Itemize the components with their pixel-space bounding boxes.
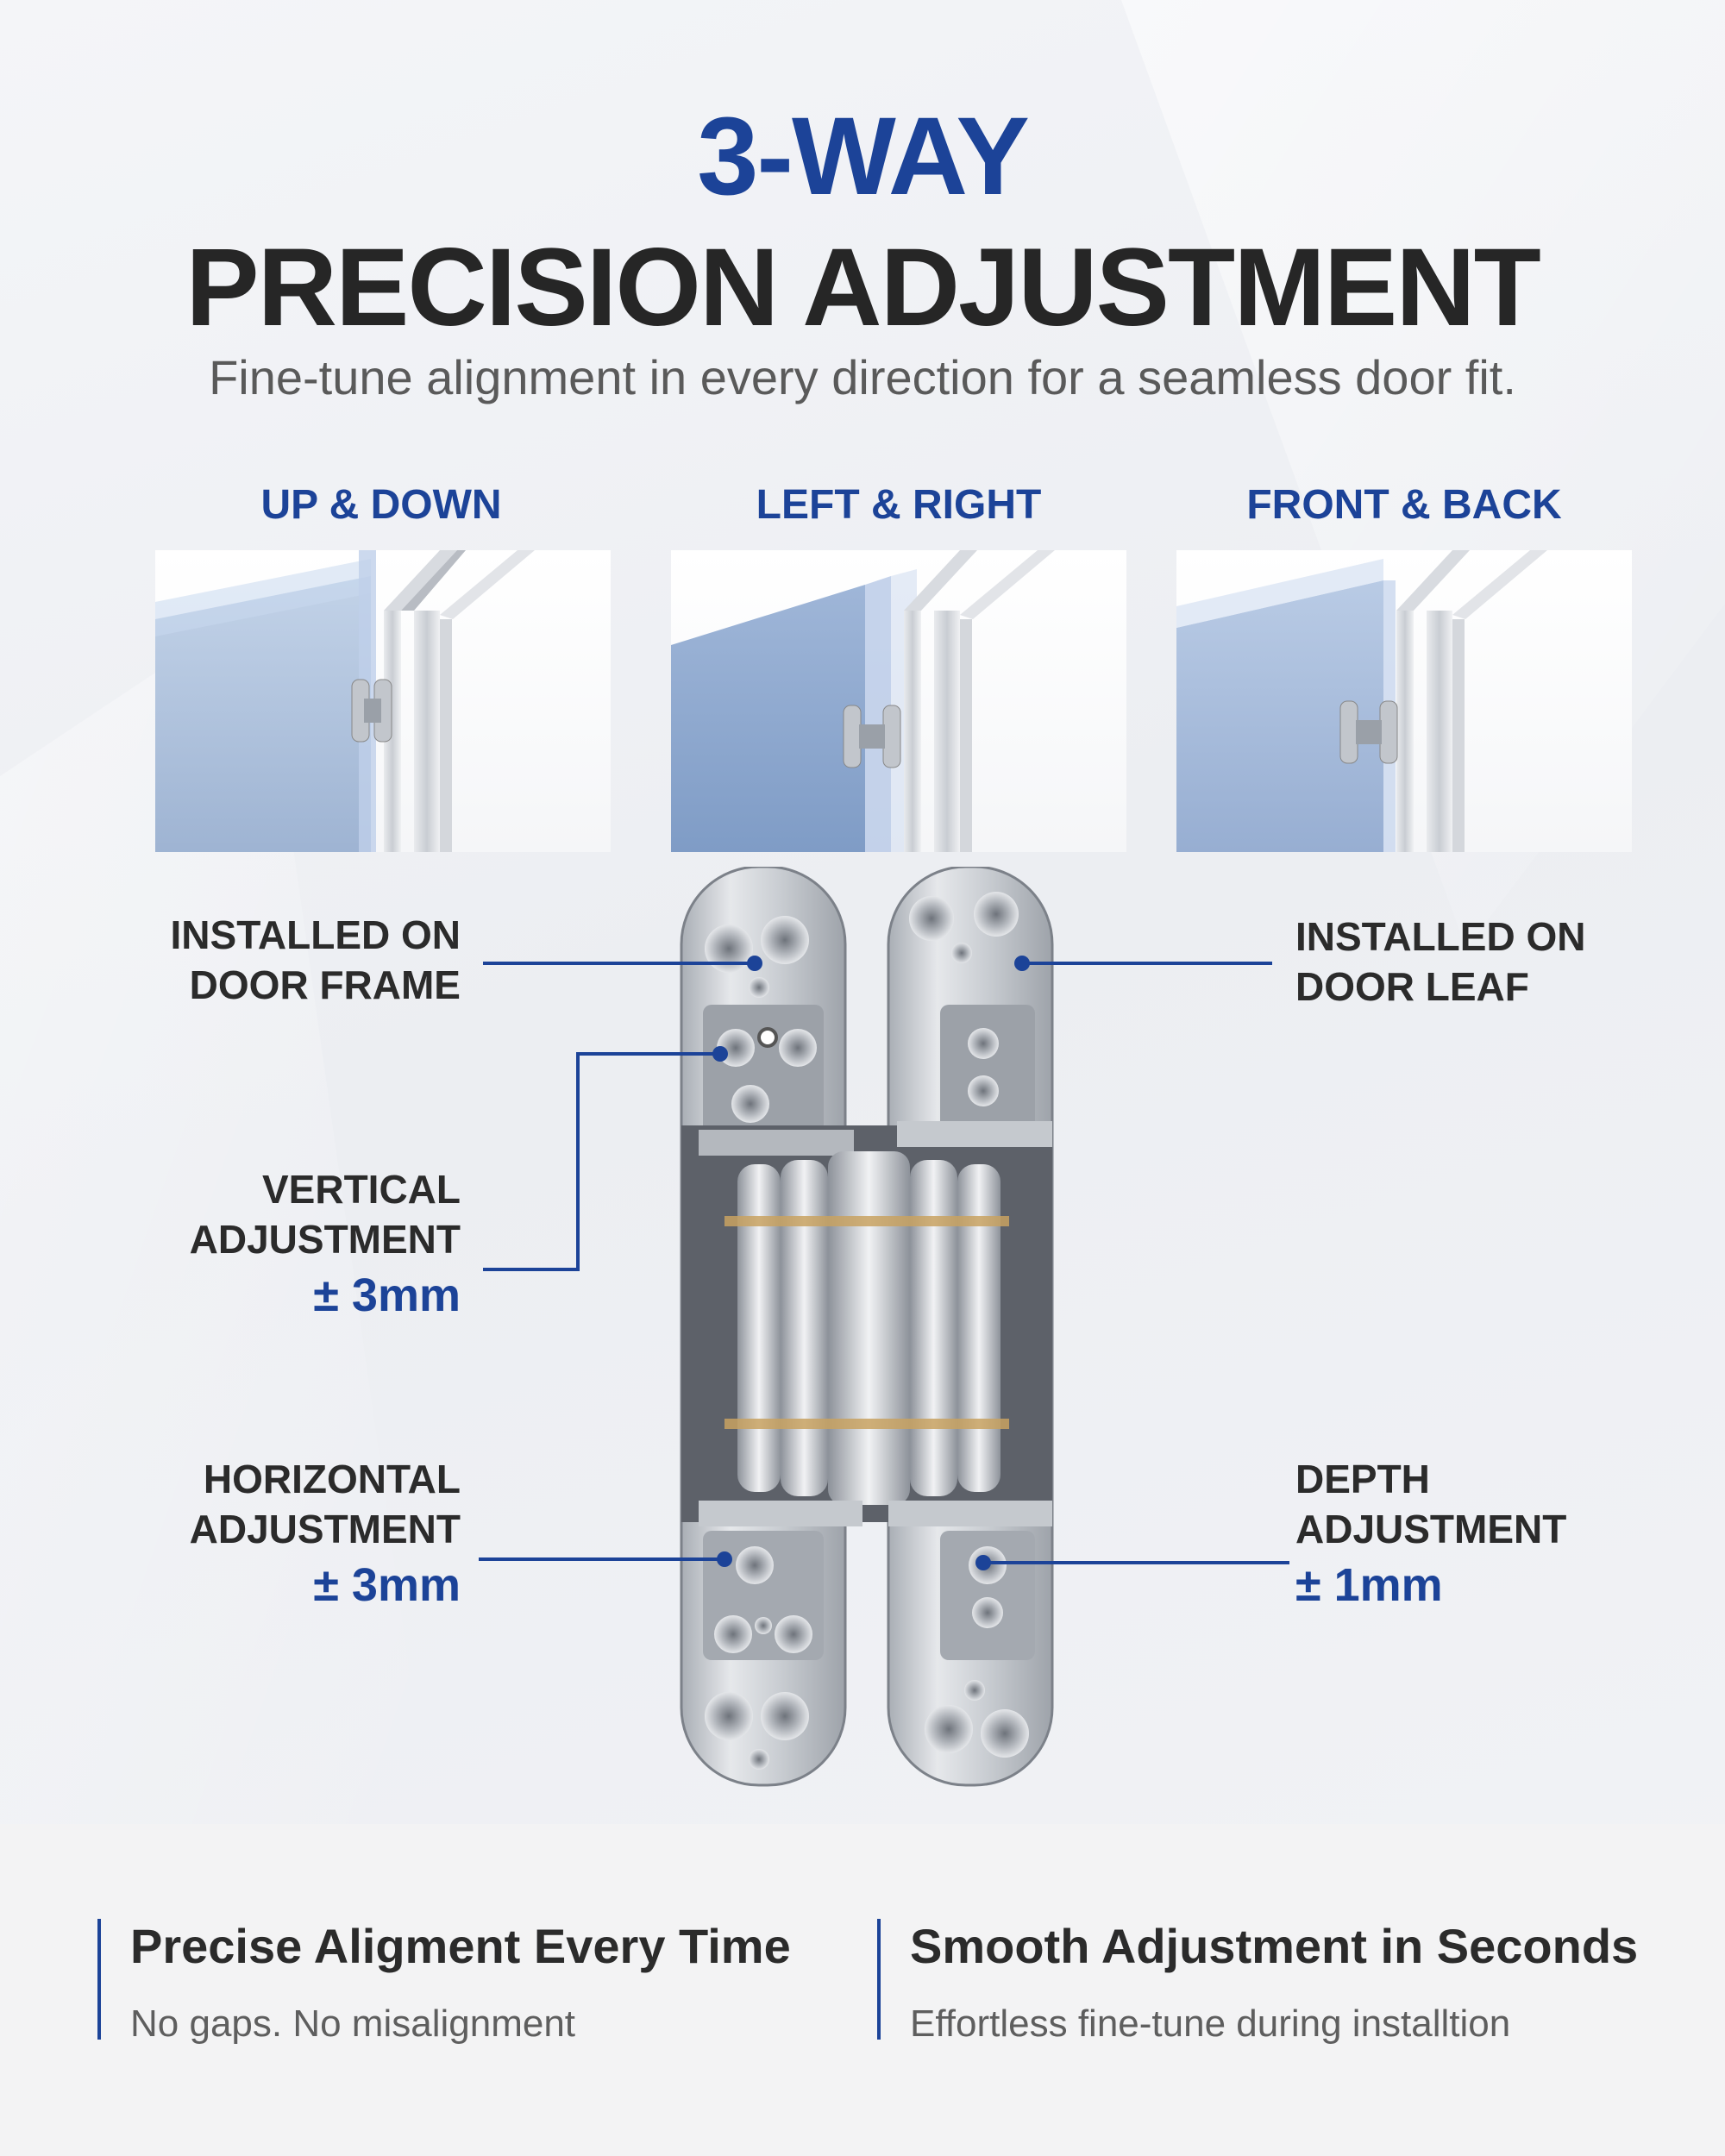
callout-door-frame-line2: DOOR FRAME: [189, 962, 461, 1007]
callout-door-leaf: INSTALLED ON DOOR LEAF: [1295, 912, 1585, 1012]
callout-depth-line1: DEPTH: [1295, 1457, 1430, 1501]
callout-door-leaf-line1: INSTALLED ON: [1295, 914, 1586, 959]
feature-description: Effortless fine-tune during installtion: [910, 2002, 1511, 2045]
callout-horizontal: HORIZONTAL ADJUSTMENT ± 3mm: [190, 1454, 461, 1616]
illustration-left-right: [671, 550, 1126, 852]
callout-door-leaf-line2: DOOR LEAF: [1295, 964, 1529, 1009]
direction-label-up-down: UP & DOWN: [260, 482, 502, 528]
callout-vertical: VERTICAL ADJUSTMENT ± 3mm: [190, 1164, 461, 1326]
callout-depth-value: ± 1mm: [1295, 1559, 1443, 1611]
footer-band: [0, 1824, 1725, 2156]
callout-vertical-line2: ADJUSTMENT: [189, 1217, 461, 1262]
feature-divider: [877, 1919, 881, 2040]
callout-depth-line2: ADJUSTMENT: [1295, 1507, 1567, 1551]
direction-label-left-right: LEFT & RIGHT: [756, 482, 1042, 528]
illustration-front-back: [1176, 550, 1632, 852]
callout-horizontal-line1: HORIZONTAL: [203, 1457, 461, 1501]
callout-horizontal-value: ± 3mm: [313, 1559, 461, 1611]
callout-door-frame-line1: INSTALLED ON: [170, 912, 461, 957]
illustration-up-down: [155, 550, 611, 852]
callout-depth: DEPTH ADJUSTMENT ± 1mm: [1295, 1454, 1566, 1616]
feature-title: Smooth Adjustment in Seconds: [910, 1919, 1639, 1973]
feature-divider: [97, 1919, 101, 2040]
callout-door-frame: INSTALLED ON DOOR FRAME: [171, 910, 461, 1010]
feature-title: Precise Aligment Every Time: [130, 1919, 791, 1973]
callout-lines: [479, 956, 1289, 1570]
title-accent: 3-WAY: [697, 95, 1030, 218]
subtitle: Fine-tune alignment in every direction f…: [209, 350, 1516, 404]
direction-label-front-back: FRONT & BACK: [1246, 482, 1562, 528]
callout-vertical-value: ± 3mm: [313, 1269, 461, 1321]
callout-vertical-line1: VERTICAL: [262, 1167, 461, 1212]
page-title: PRECISION ADJUSTMENT: [185, 226, 1541, 349]
feature-description: No gaps. No misalignment: [130, 2002, 576, 2045]
callout-horizontal-line2: ADJUSTMENT: [189, 1507, 461, 1551]
